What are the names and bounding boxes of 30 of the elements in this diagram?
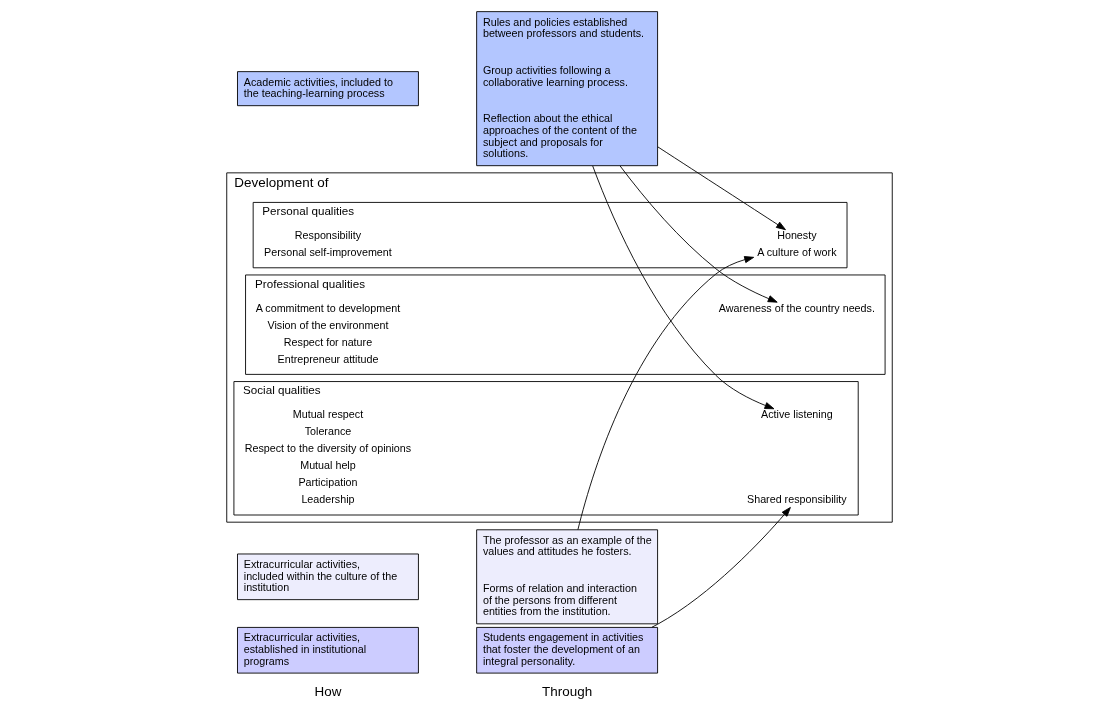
node-text: A culture of work [757, 246, 837, 259]
node-text: Mutual help [300, 459, 356, 472]
node-box: The professor as an example of the values and attitudes he fosters. Forms of relation and interaction of the persons from different entities from the institution. [476, 529, 659, 625]
node-box: Rules and policies established between professors and students. Group activities following a collaborative learning process. Reflection about the ethical approaches of the content of the subject and proposals for solutions. [476, 11, 659, 167]
node-text: Shared responsibility [747, 493, 847, 506]
node-box: Academic activities, included to the teaching-learning process [237, 71, 419, 107]
node-text: Tolerance [304, 425, 352, 438]
node-text: Active listening [761, 408, 833, 421]
node-text: Respect for nature [283, 335, 373, 348]
node-text: Participation [298, 476, 358, 489]
label: How [314, 684, 342, 700]
node-text: Responsibility [294, 229, 362, 242]
arrow [651, 507, 791, 628]
node-box: Extracurricular activities, included within the culture of the institution [237, 553, 419, 601]
node-text: Personal self-improvement [264, 246, 392, 259]
node-text: Entrepreneur attitude [277, 352, 379, 365]
arrow [619, 165, 778, 303]
label: Through [542, 684, 593, 700]
node-text: Awareness of the country needs. [718, 301, 875, 314]
node-text: A commitment to development [255, 301, 401, 314]
node-text: Leadership [301, 493, 355, 506]
node-text: Respect to the diversity of opinions [244, 442, 412, 455]
arrow [577, 256, 755, 531]
arrow [657, 146, 786, 231]
node-box: Extracurricular activities, established in institutional programs [237, 626, 419, 674]
node-text: Vision of the environment [267, 318, 389, 331]
node-text: Honesty [777, 229, 817, 242]
node-text: Mutual respect [292, 408, 364, 421]
node-box: Students engagement in activities that foster the development of an integral personality. [476, 626, 659, 674]
arrow [592, 165, 775, 410]
